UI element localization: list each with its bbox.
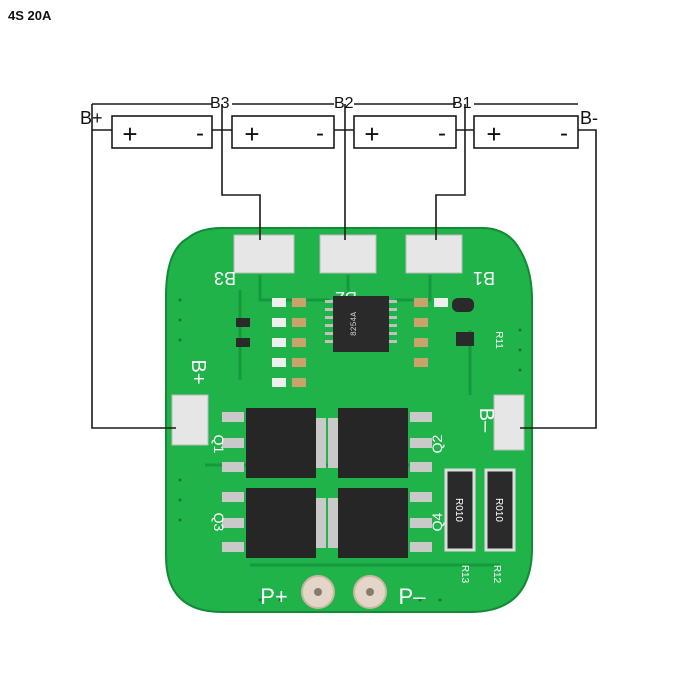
pad-b2	[319, 234, 377, 274]
shunt-resistor-r13	[444, 468, 476, 552]
label-b-plus: B+	[80, 108, 103, 128]
mosfet-q4	[328, 488, 432, 558]
pcb-board: B3 B2 B1 8254A	[165, 227, 533, 613]
silk-p-plus: P+	[260, 584, 288, 609]
ic-pins	[325, 300, 397, 343]
silk-r11: R11	[493, 331, 504, 349]
pad-b1	[405, 234, 463, 274]
cell-3-minus: -	[438, 120, 446, 147]
silk-p-minus: P–	[399, 584, 427, 609]
silk-b1: B1	[473, 268, 495, 288]
silk-b-plus: B+	[187, 359, 209, 384]
silk-b3: B3	[214, 268, 236, 288]
resistor-value-2: R010	[493, 498, 504, 522]
smd-left-array	[236, 298, 306, 387]
cell-4-minus: -	[560, 120, 568, 147]
p-minus-hole	[353, 575, 387, 609]
pad-b-minus	[493, 394, 525, 451]
silk-r13: R13	[459, 565, 470, 584]
wire-b1	[435, 104, 474, 240]
wire-b2	[334, 104, 354, 240]
cell-2	[231, 115, 335, 149]
battery-cells: + - + - + - + -	[111, 115, 579, 149]
cell-3-plus: +	[364, 119, 379, 149]
cell-3	[353, 115, 457, 149]
silk-q3: Q3	[211, 513, 227, 532]
protection-ic	[333, 296, 389, 352]
cell-2-minus: -	[316, 120, 324, 147]
cell-4	[473, 115, 579, 149]
wire-b-minus	[520, 129, 597, 429]
smd-right-array	[414, 298, 474, 367]
wiring	[91, 103, 597, 429]
pad-b3	[233, 234, 295, 274]
silk-b-minus: B–	[475, 408, 497, 433]
resistor-value-1: R010	[453, 498, 464, 522]
wire-b-plus	[91, 104, 176, 429]
silk-q2: Q2	[429, 434, 445, 453]
label-b2: B2	[334, 95, 354, 112]
wire-b3	[212, 104, 261, 240]
p-plus-hole	[301, 575, 335, 609]
label-b-minus: B-	[580, 108, 598, 128]
cell-4-plus: +	[486, 119, 501, 149]
label-b1: B1	[452, 95, 472, 112]
mosfet-q3	[222, 488, 326, 558]
cell-1-plus: +	[122, 119, 137, 149]
pad-b-plus	[171, 394, 209, 446]
pcb-vias	[178, 298, 522, 602]
silk-r12: R12	[491, 565, 502, 584]
diagram-title: 4S 20A	[8, 8, 52, 23]
mosfet-q1	[222, 408, 326, 478]
mosfet-q2	[328, 408, 432, 478]
cell-1	[111, 115, 213, 149]
ic-marking: 8254A	[350, 312, 359, 336]
cell-2-plus: +	[244, 119, 259, 149]
cell-1-minus: -	[196, 120, 204, 147]
label-b3: B3	[210, 95, 230, 112]
silk-q1: Q1	[211, 435, 227, 454]
silk-q4: Q4	[429, 512, 445, 531]
shunt-resistor-r12	[484, 468, 516, 552]
